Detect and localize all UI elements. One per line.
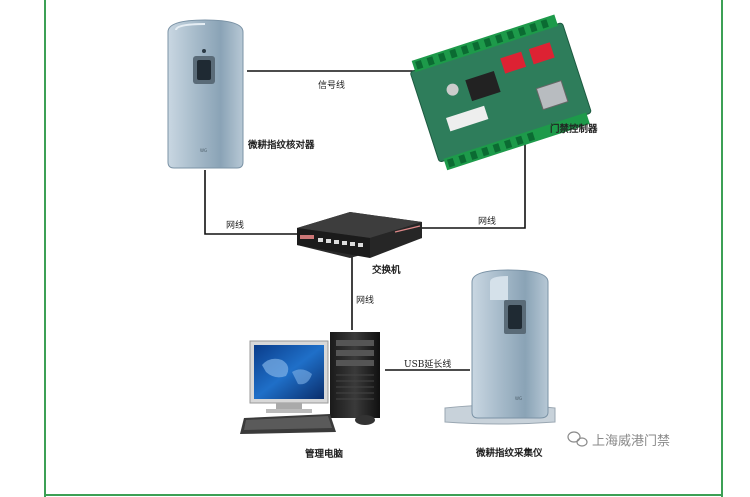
net-line-right [422, 140, 526, 229]
frame-right-border [721, 0, 723, 497]
chat-bubble-icon [567, 431, 588, 447]
net-line-left [204, 170, 297, 235]
watermark-text: 上海威港门禁 [592, 434, 671, 449]
connection-lines [204, 70, 526, 371]
usb-line-label: USB延长线 [404, 360, 452, 370]
access-controller-board [410, 14, 592, 171]
net-line-bottom-label: 网线 [356, 296, 375, 306]
signal-line-label: 信号线 [318, 81, 346, 91]
management-computer [240, 332, 380, 434]
net-line-left-label: 网线 [226, 221, 245, 231]
fingerprint-verifier-label: 微耕指纹核对器 [248, 140, 315, 151]
net-line-right-label: 网线 [478, 217, 497, 227]
svg-text:WG: WG [200, 148, 207, 153]
fingerprint-collector-device: WG [444, 269, 556, 425]
svg-text:WG: WG [515, 396, 522, 401]
computer-label: 管理电脑 [305, 449, 344, 460]
frame-left-border [44, 0, 46, 497]
switch-label: 交换机 [372, 265, 401, 276]
frame-bottom-border [44, 494, 723, 496]
access-controller-label: 门禁控制器 [550, 124, 598, 135]
network-switch [297, 212, 422, 258]
fingerprint-collector-label: 微耕指纹采集仪 [476, 448, 543, 459]
fingerprint-verifier-device: WG [167, 19, 244, 169]
